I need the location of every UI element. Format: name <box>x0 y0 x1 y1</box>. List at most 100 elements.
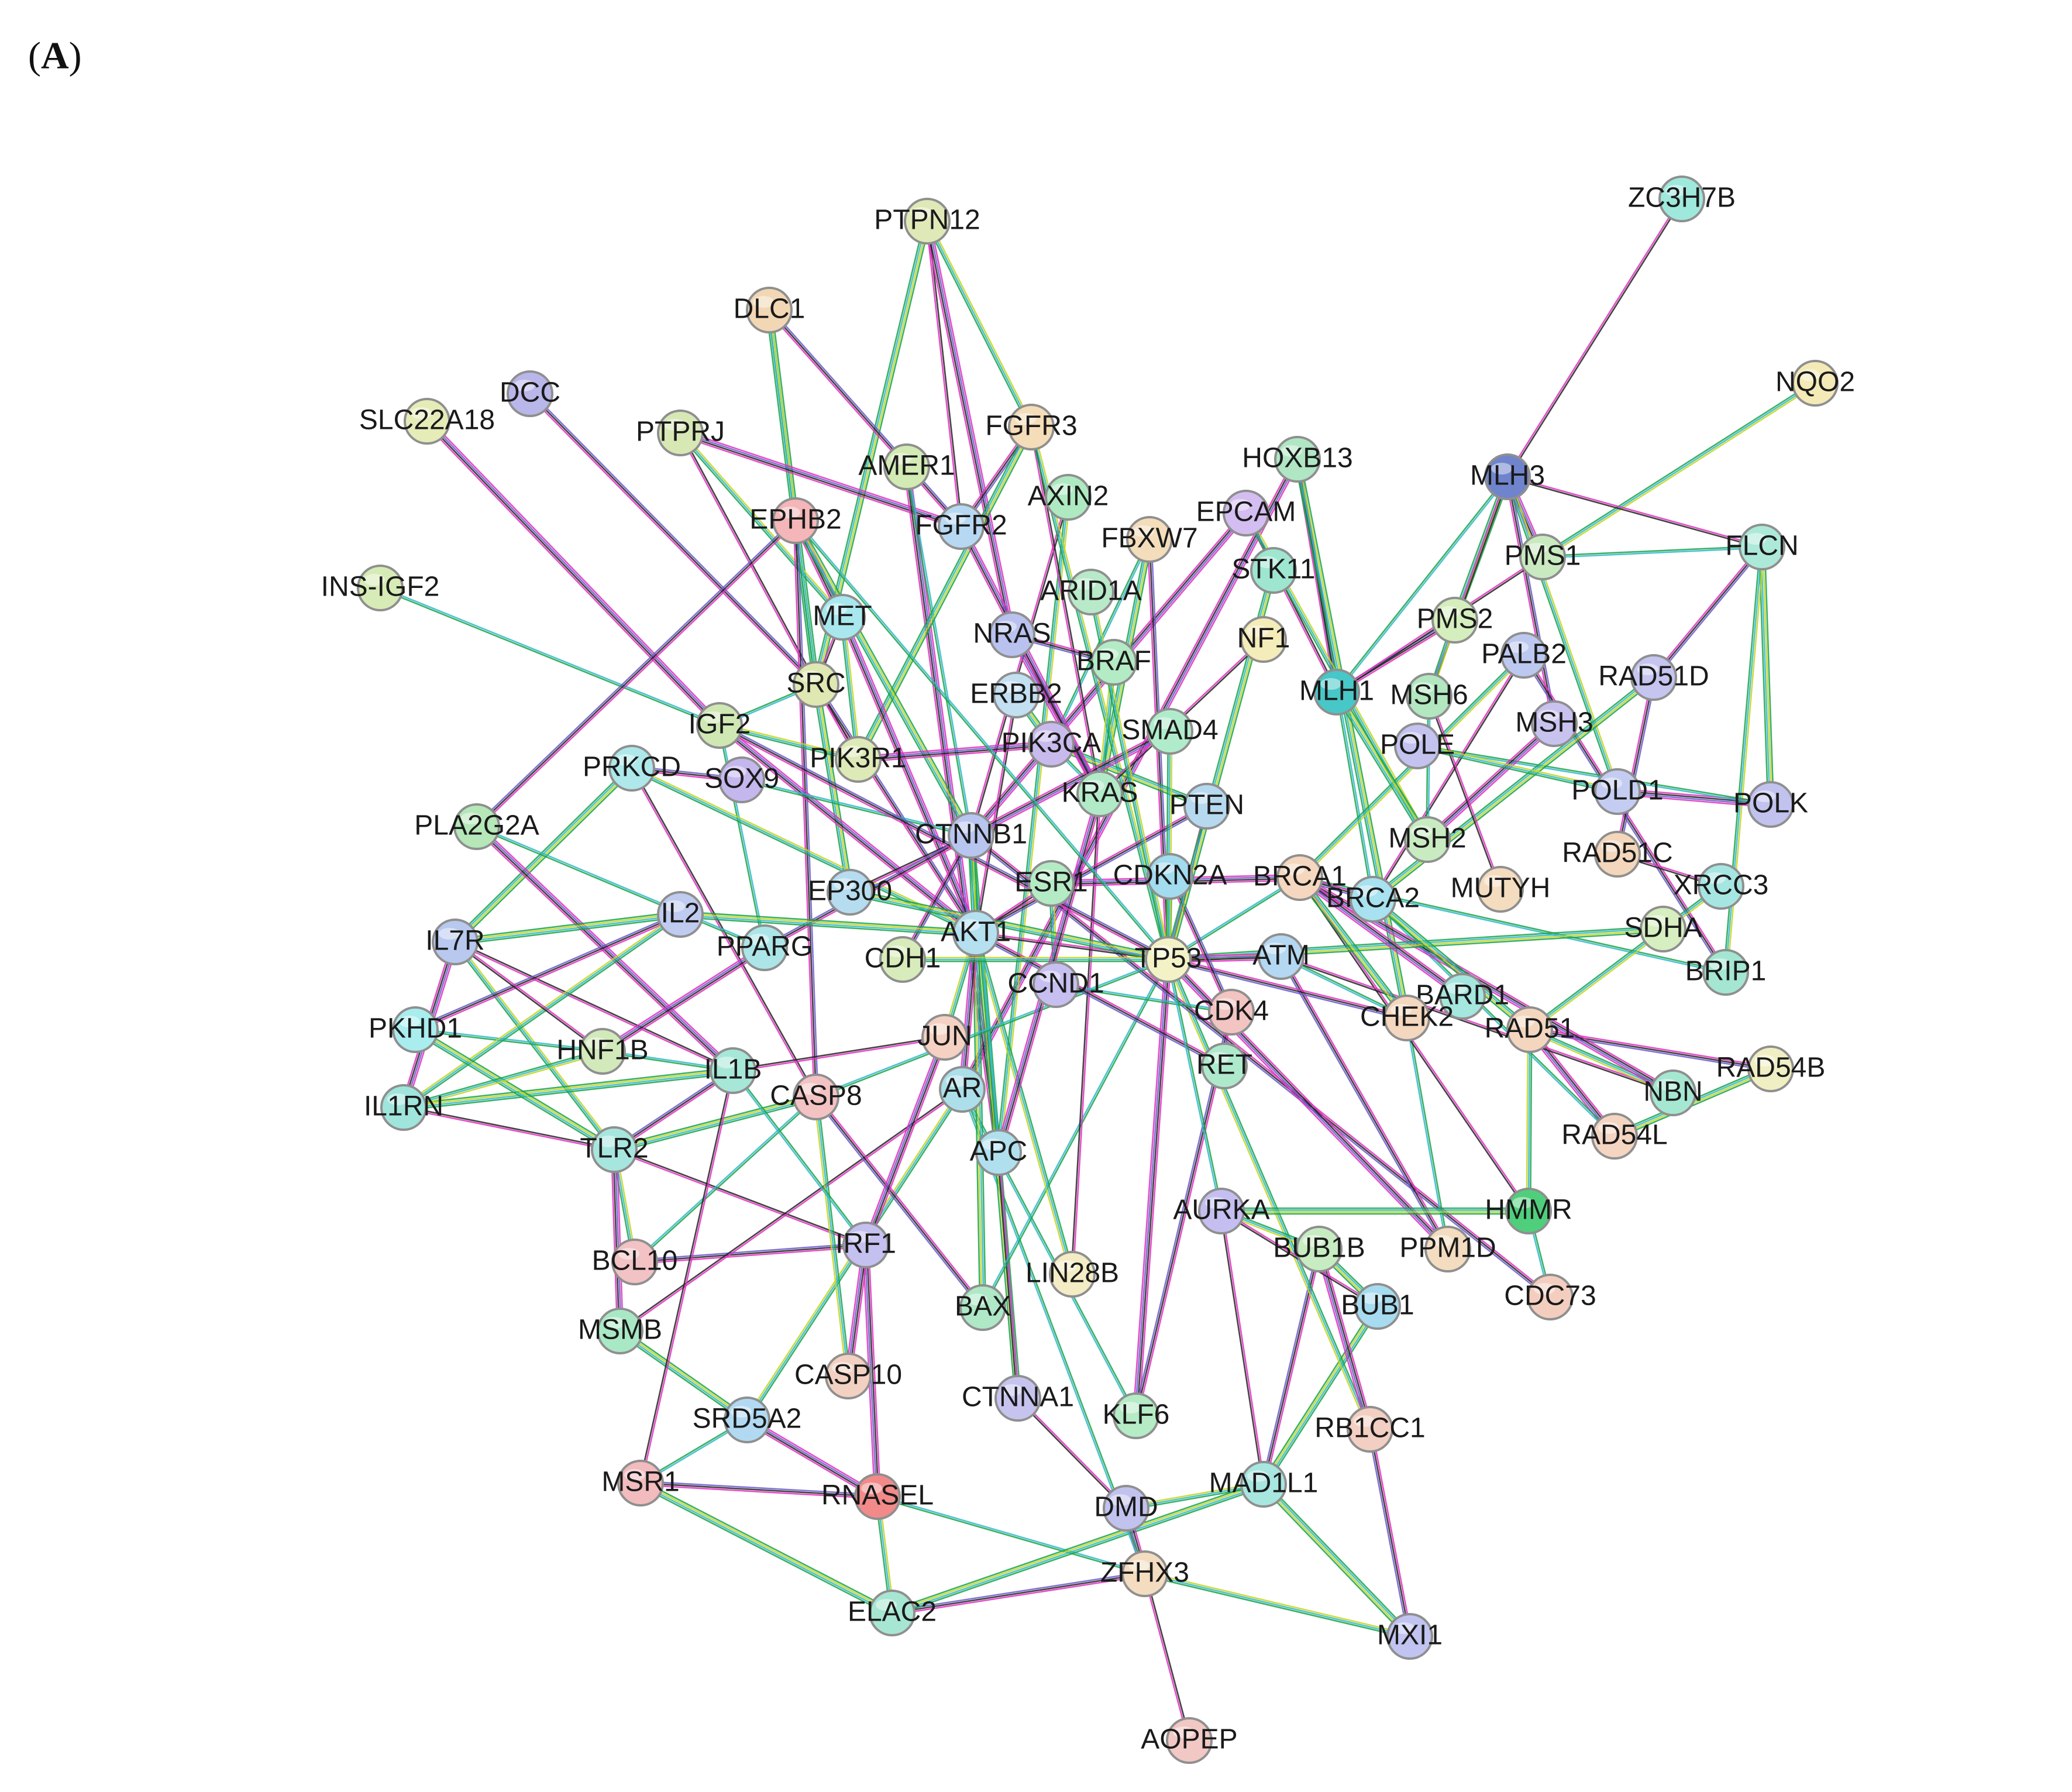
node-CASP8[interactable]: CASP8 <box>770 1074 862 1120</box>
node-BRCA1[interactable]: BRCA1 <box>1253 854 1347 901</box>
node-circle[interactable] <box>357 565 404 611</box>
node-circle[interactable] <box>597 1308 643 1354</box>
node-circle[interactable] <box>1113 1392 1159 1439</box>
node-circle[interactable] <box>1049 1251 1096 1298</box>
node-PPARG[interactable]: PPARG <box>717 924 813 971</box>
node-CHEK2[interactable]: CHEK2 <box>1360 995 1454 1041</box>
node-MSR1[interactable]: MSR1 <box>601 1460 680 1506</box>
node-RET[interactable]: RET <box>1196 1043 1252 1089</box>
node-circle[interactable] <box>1394 723 1441 769</box>
node-CASP10[interactable]: CASP10 <box>794 1353 902 1399</box>
node-AR[interactable]: AR <box>939 1066 986 1113</box>
node-HOXB13[interactable]: HOXB13 <box>1242 436 1353 483</box>
node-PTEN[interactable]: PTEN <box>1169 783 1244 830</box>
node-circle[interactable] <box>772 497 819 544</box>
node-circle[interactable] <box>1650 1069 1696 1116</box>
node-CDKN2A[interactable]: CDKN2A <box>1113 853 1227 900</box>
node-circle[interactable] <box>1424 1226 1471 1272</box>
node-POLD1[interactable]: POLD1 <box>1571 768 1664 815</box>
node-circle[interactable] <box>1406 673 1453 720</box>
node-SDHA[interactable]: SDHA <box>1624 906 1702 952</box>
node-TLR2[interactable]: TLR2 <box>580 1126 649 1173</box>
node-circle[interactable] <box>1201 1043 1248 1089</box>
node-IL1RN[interactable]: IL1RN <box>364 1084 443 1131</box>
node-circle[interactable] <box>1032 961 1079 1008</box>
node-MLH3[interactable]: MLH3 <box>1470 453 1545 500</box>
node-circle[interactable] <box>1519 534 1566 580</box>
node-ATM[interactable]: ATM <box>1252 933 1310 980</box>
node-circle[interactable] <box>453 803 500 850</box>
node-circle[interactable] <box>1739 524 1785 570</box>
node-ARID1A[interactable]: ARID1A <box>1040 569 1142 615</box>
node-IL1B[interactable]: IL1B <box>704 1047 762 1094</box>
node-PPM1D[interactable]: PPM1D <box>1399 1226 1496 1272</box>
node-PTPN12[interactable]: PTPN12 <box>874 198 980 245</box>
node-BAX[interactable]: BAX <box>955 1284 1011 1331</box>
node-circle[interactable] <box>1531 700 1578 747</box>
node-AURKA[interactable]: AURKA <box>1173 1188 1270 1234</box>
node-circle[interactable] <box>1240 616 1287 663</box>
node-BCL10[interactable]: BCL10 <box>592 1239 678 1285</box>
node-circle[interactable] <box>835 736 882 783</box>
node-KLF6[interactable]: KLF6 <box>1103 1392 1170 1439</box>
node-circle[interactable] <box>591 1126 638 1173</box>
node-circle[interactable] <box>921 1014 968 1061</box>
node-HMMR[interactable]: HMMR <box>1485 1188 1572 1234</box>
node-HNF1B[interactable]: HNF1B <box>556 1028 649 1075</box>
node-circle[interactable] <box>611 1239 658 1285</box>
node-POLK[interactable]: POLK <box>1733 781 1808 828</box>
node-SMAD4[interactable]: SMAD4 <box>1121 708 1219 755</box>
node-ERBB2[interactable]: ERBB2 <box>970 672 1062 718</box>
node-SRC[interactable]: SRC <box>786 661 846 708</box>
node-SOX9[interactable]: SOX9 <box>704 756 779 803</box>
node-circle[interactable] <box>1347 1406 1393 1453</box>
node-IGF2[interactable]: IGF2 <box>689 702 751 749</box>
node-IL7R[interactable]: IL7R <box>425 919 485 965</box>
node-circle[interactable] <box>883 443 930 490</box>
node-circle[interactable] <box>1527 1274 1574 1320</box>
node-circle[interactable] <box>1506 1006 1553 1053</box>
node-POLE[interactable]: POLE <box>1380 723 1455 769</box>
node-circle[interactable] <box>904 198 951 245</box>
node-INS-IGF2[interactable]: INS-IGF2 <box>321 565 440 611</box>
node-circle[interactable] <box>579 1028 626 1075</box>
node-circle[interactable] <box>1477 866 1524 913</box>
node-IRF1[interactable]: IRF1 <box>835 1222 896 1268</box>
node-circle[interactable] <box>608 745 655 792</box>
node-NRAS[interactable]: NRAS <box>973 611 1051 658</box>
node-CCND1[interactable]: CCND1 <box>1007 961 1104 1008</box>
node-circle[interactable] <box>746 287 793 333</box>
node-circle[interactable] <box>948 812 994 859</box>
node-circle[interactable] <box>1591 1113 1638 1160</box>
node-circle[interactable] <box>1145 936 1192 983</box>
node-PIK3R1[interactable]: PIK3R1 <box>810 736 907 783</box>
node-circle[interactable] <box>432 919 479 965</box>
node-circle[interactable] <box>657 891 704 938</box>
node-NF1[interactable]: NF1 <box>1237 616 1290 663</box>
node-circle[interactable] <box>1354 1283 1401 1330</box>
node-circle[interactable] <box>741 924 788 971</box>
node-circle[interactable] <box>819 594 866 641</box>
node-circle[interactable] <box>1250 547 1297 594</box>
node-circle[interactable] <box>1121 1550 1168 1597</box>
node-APC[interactable]: APC <box>970 1129 1028 1176</box>
node-circle[interactable] <box>1068 569 1114 615</box>
node-circle[interactable] <box>993 672 1040 718</box>
node-circle[interactable] <box>1274 436 1321 483</box>
node-circle[interactable] <box>989 611 1035 658</box>
node-circle[interactable] <box>1747 781 1794 828</box>
node-circle[interactable] <box>1208 989 1255 1036</box>
node-circle[interactable] <box>1698 863 1744 910</box>
node-DMD[interactable]: DMD <box>1094 1485 1158 1532</box>
node-PTPRJ[interactable]: PTPRJ <box>636 410 725 456</box>
node-circle[interactable] <box>1223 490 1269 536</box>
node-circle[interactable] <box>1147 708 1193 755</box>
node-RNASEL[interactable]: RNASEL <box>821 1473 934 1520</box>
node-circle[interactable] <box>854 1473 901 1520</box>
node-circle[interactable] <box>1126 516 1173 563</box>
node-CTNNB1[interactable]: CTNNB1 <box>915 812 1027 859</box>
node-PLA2G2A[interactable]: PLA2G2A <box>414 803 539 850</box>
node-NBN[interactable]: NBN <box>1643 1069 1703 1116</box>
node-circle[interactable] <box>975 1129 1022 1176</box>
node-circle[interactable] <box>617 1460 664 1506</box>
